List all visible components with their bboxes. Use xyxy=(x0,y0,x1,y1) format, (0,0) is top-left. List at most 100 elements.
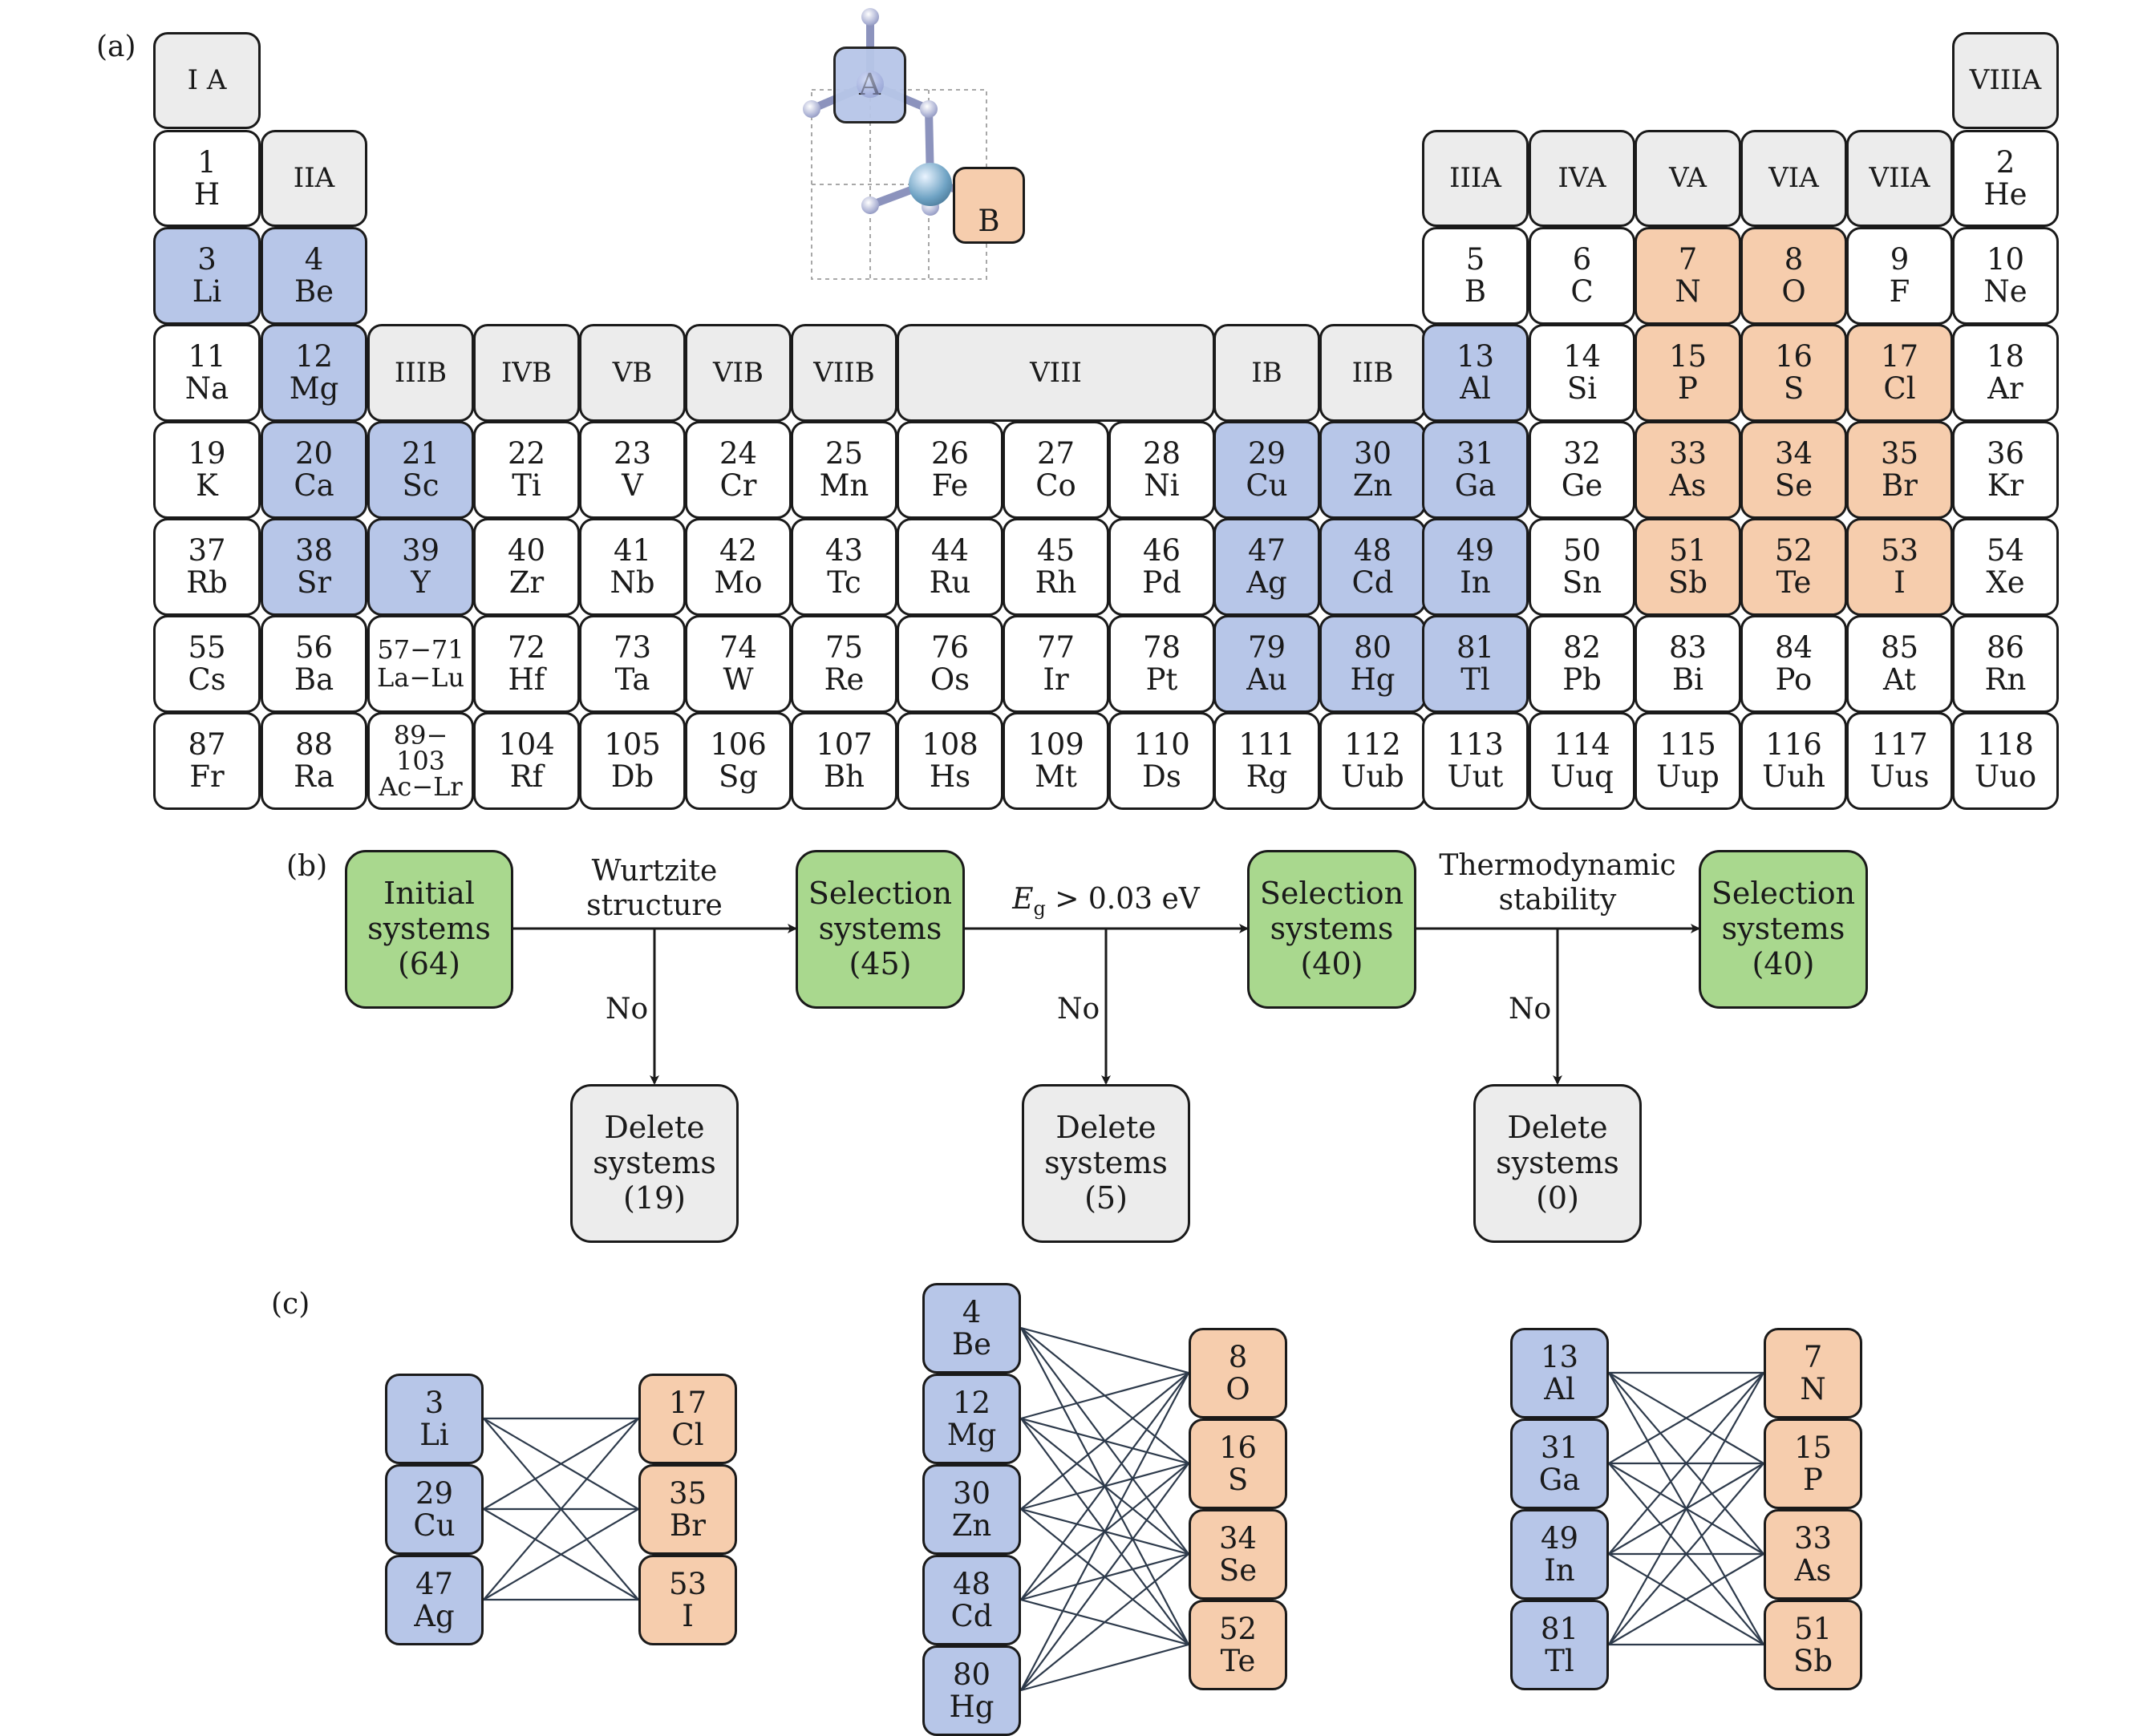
element-symbol: Se xyxy=(1218,1552,1258,1588)
atomic-number: 30 xyxy=(1353,436,1392,471)
flow-line2: systems xyxy=(1270,911,1394,947)
flowchart-arrows xyxy=(513,924,1700,1085)
connection-line-g2-4-3 xyxy=(1020,1643,1189,1692)
element-symbol: S xyxy=(1783,371,1805,406)
element-symbol: V xyxy=(622,468,643,503)
element-symbol: F xyxy=(1889,274,1910,309)
element-symbol: Po xyxy=(1775,662,1813,697)
atomic-number: 84 xyxy=(1774,630,1813,666)
criterion-line2: stability xyxy=(1498,884,1617,917)
atomic-number: 113 xyxy=(1447,727,1504,763)
element-symbol: In xyxy=(1460,565,1491,600)
group-header-VIB: VIB xyxy=(685,324,792,422)
atomic-number: 39 xyxy=(401,533,440,569)
element-symbol: Uub xyxy=(1341,759,1404,794)
group-label: IB xyxy=(1251,356,1282,389)
atomic-number: 28 xyxy=(1142,436,1181,471)
atomic-number: 56 xyxy=(294,630,334,666)
connection-line-g3-3-0 xyxy=(1608,1372,1764,1645)
atomic-number: 110 xyxy=(1133,727,1190,763)
atomic-number: 72 xyxy=(507,630,546,666)
criterion-line1: Thermodynamic xyxy=(1439,849,1676,882)
element-symbol: Kr xyxy=(1987,468,2024,503)
no-label-3: No xyxy=(1509,993,1552,1026)
group-header-VIA: VIA xyxy=(1740,130,1847,227)
group-header-VB: VB xyxy=(579,324,686,422)
atomic-number: 89− xyxy=(393,720,448,751)
atomic-number: 26 xyxy=(930,436,970,471)
group-label: VIIIA xyxy=(1969,64,2042,97)
atomic-number: 83 xyxy=(1668,630,1707,666)
element-symbol: Sb xyxy=(1793,1643,1833,1678)
no-label-1: No xyxy=(606,993,649,1026)
flow-line2: systems xyxy=(818,911,942,947)
atomic-number: 7 xyxy=(1803,1339,1823,1374)
element-symbol: Tl xyxy=(1460,662,1490,697)
element-symbol: Cr xyxy=(719,468,757,503)
flow-line1: Selection xyxy=(1259,876,1404,912)
group-label: I A xyxy=(187,64,227,97)
atomic-number: 44 xyxy=(930,533,970,569)
element-symbol: Au xyxy=(1246,662,1287,697)
atomic-number: 30 xyxy=(952,1475,991,1511)
atomic-number: 34 xyxy=(1218,1520,1258,1556)
element-symbol: Ca xyxy=(294,468,334,503)
atomic-number: 22 xyxy=(507,436,546,471)
group-label: VIIA xyxy=(1869,162,1930,195)
atomic-number: 8 xyxy=(1784,242,1804,277)
atomic-number: 43 xyxy=(824,533,864,569)
element-symbol: Bi xyxy=(1671,662,1704,697)
atomic-number: 42 xyxy=(719,533,758,569)
connection-line-g2-0-0 xyxy=(1020,1326,1189,1374)
atom-center-large xyxy=(909,163,952,206)
atomic-number: 80 xyxy=(952,1657,991,1692)
element-symbol: Ag xyxy=(414,1598,455,1633)
atomic-number: 33 xyxy=(1793,1520,1833,1556)
element-symbol: Br xyxy=(670,1507,706,1543)
connection-line-g2-3-0 xyxy=(1020,1372,1189,1600)
element-symbol: W xyxy=(723,662,754,697)
element-symbol: In xyxy=(1544,1552,1575,1588)
flow-line2: systems xyxy=(367,911,491,947)
connection-line-g3-3-1 xyxy=(1608,1463,1764,1645)
element-symbol: Uup xyxy=(1656,759,1720,794)
element-symbol: H xyxy=(193,176,221,212)
atom-left xyxy=(803,100,820,118)
element-symbol: Tc xyxy=(827,565,861,600)
element-symbol: Tl xyxy=(1545,1643,1574,1678)
group-header-IVB: IVB xyxy=(473,324,580,422)
element-symbol: Ge xyxy=(1561,468,1603,503)
atomic-number: 18 xyxy=(1986,339,2025,374)
element-symbol: Be xyxy=(951,1326,992,1362)
criterion-thermodynamic: Thermodynamic stability xyxy=(1439,848,1675,917)
element-symbol: Co xyxy=(1035,468,1076,503)
element-symbol: S xyxy=(1227,1462,1249,1497)
group-label: VIB xyxy=(713,356,764,389)
flow-initial-systems: Initial systems (64) xyxy=(345,850,513,1009)
group-label: VB xyxy=(612,356,653,389)
element-symbol: Zr xyxy=(508,565,545,600)
atomic-number: 10 xyxy=(1986,242,2025,277)
